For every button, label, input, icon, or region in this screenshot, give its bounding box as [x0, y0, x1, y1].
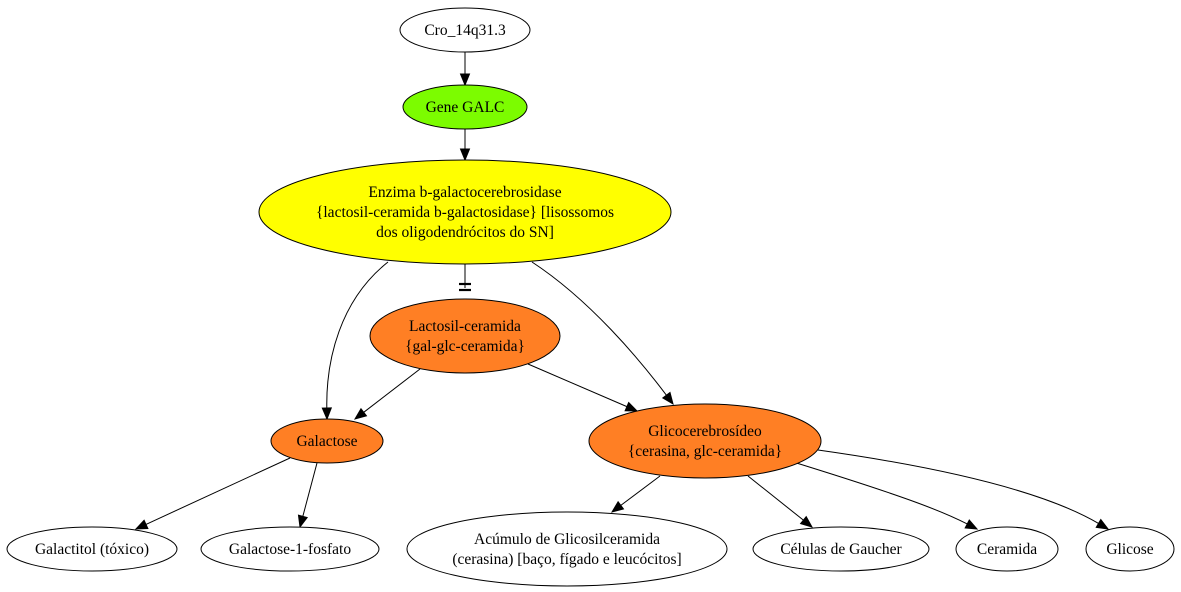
node-enzima: Enzima b-galactocerebrosidase {lactosil-c… [258, 159, 672, 265]
node-ellipse [752, 526, 930, 572]
node-label: Glicocerebrosídeo [648, 423, 762, 440]
node-label: Gene GALC [426, 99, 505, 116]
node-cro: Cro_14q31.3 [399, 7, 531, 53]
node-label: Acúmulo de Glicosilceramida [474, 531, 660, 548]
node-label: (cerasina) [baço, fígado e leucócitos] [452, 551, 681, 568]
arrowhead [134, 519, 149, 530]
node-ellipse [6, 526, 178, 572]
node-ellipse [402, 84, 528, 130]
edge-glicocerebrosideo-to-gaucher [747, 475, 814, 528]
node-galactitol: Galactitol (tóxico) [6, 526, 178, 572]
edge-line [302, 462, 318, 517]
arrowhead [1095, 518, 1110, 530]
edge-lactosil-to-galactose [353, 368, 421, 420]
node-gene: Gene GALC [402, 84, 528, 130]
node-ellipse [258, 159, 672, 265]
arrowhead [610, 500, 625, 513]
node-label: Galactose [296, 433, 357, 450]
edge-line [326, 261, 389, 409]
edge-line [527, 363, 628, 408]
arrowhead [459, 148, 471, 162]
node-ellipse [270, 418, 384, 464]
edge-lactosil-to-glicocerebrosideo [527, 363, 639, 412]
node-ellipse [369, 298, 561, 374]
edge-line [747, 475, 804, 521]
node-label: Galactitol (tóxico) [35, 541, 149, 558]
node-ellipse [399, 7, 531, 53]
node-label: Galactose-1-fosfato [229, 541, 351, 558]
node-label: dos oligodendrócitos do SN] [376, 224, 554, 241]
edge-line [817, 449, 1099, 524]
edge-glicocerebrosideo-to-ceramida [789, 460, 979, 530]
edge-line [531, 261, 667, 396]
node-label: Glicose [1106, 541, 1153, 558]
edge-glicocerebrosideo-to-glicose [817, 449, 1110, 530]
arrowhead [459, 73, 471, 87]
node-lactosil: Lactosil-ceramida {gal-glc-ceramida} [369, 298, 561, 374]
node-glicocerebrosideo: Glicocerebrosídeo {cerasina, glc-ceramida… [588, 403, 822, 479]
arrowhead [321, 407, 333, 421]
node-label: {cerasina, glc-ceramida} [628, 443, 782, 460]
node-ellipse [588, 403, 822, 479]
arrowhead [353, 407, 368, 420]
edge-enzima-to-galactose [321, 261, 389, 421]
edge-line [620, 475, 661, 506]
node-acumulo: Acúmulo de Glicosilceramida (cerasina) [b… [406, 511, 728, 587]
node-label: Células de Gaucher [780, 541, 902, 558]
node-glicose: Glicose [1085, 526, 1175, 572]
edge-cro-to-gene [459, 52, 471, 87]
node-ceramida: Ceramida [955, 526, 1059, 572]
arrowhead [624, 401, 639, 412]
node-ellipse [406, 511, 728, 587]
node-ellipse [200, 526, 380, 572]
edge-enzima-to-lactosil [459, 264, 471, 292]
node-label: Lactosil-ceramida [409, 318, 521, 335]
node-galactose: Galactose [270, 418, 384, 464]
node-gaucher: Células de Gaucher [752, 526, 930, 572]
arrowhead [661, 391, 674, 406]
node-label: Cro_14q31.3 [424, 22, 506, 39]
edge-line [145, 457, 291, 525]
edge-enzima-to-glicocerebrosideo [531, 261, 674, 406]
node-ellipse [1085, 526, 1175, 572]
edges-layer [134, 52, 1110, 530]
arrowhead [297, 514, 309, 529]
node-galactose1p: Galactose-1-fosfato [200, 526, 380, 572]
arrowhead [799, 515, 814, 528]
edge-glicocerebrosideo-to-acumulo [610, 475, 661, 513]
node-label: {lactosil-ceramida b-galactosidase} [lis… [316, 204, 614, 221]
edge-gene-to-enzima [459, 129, 471, 162]
arrowhead [964, 519, 979, 530]
node-label: Enzima b-galactocerebrosidase [368, 184, 561, 201]
edge-line [789, 460, 968, 525]
node-label: Ceramida [977, 541, 1037, 558]
node-ellipse [955, 526, 1059, 572]
edge-line [363, 368, 421, 413]
edge-galactose-to-galactose1p [297, 462, 318, 529]
node-label: {gal-glc-ceramida} [405, 338, 525, 355]
edge-galactose-to-galactitol [134, 457, 291, 530]
